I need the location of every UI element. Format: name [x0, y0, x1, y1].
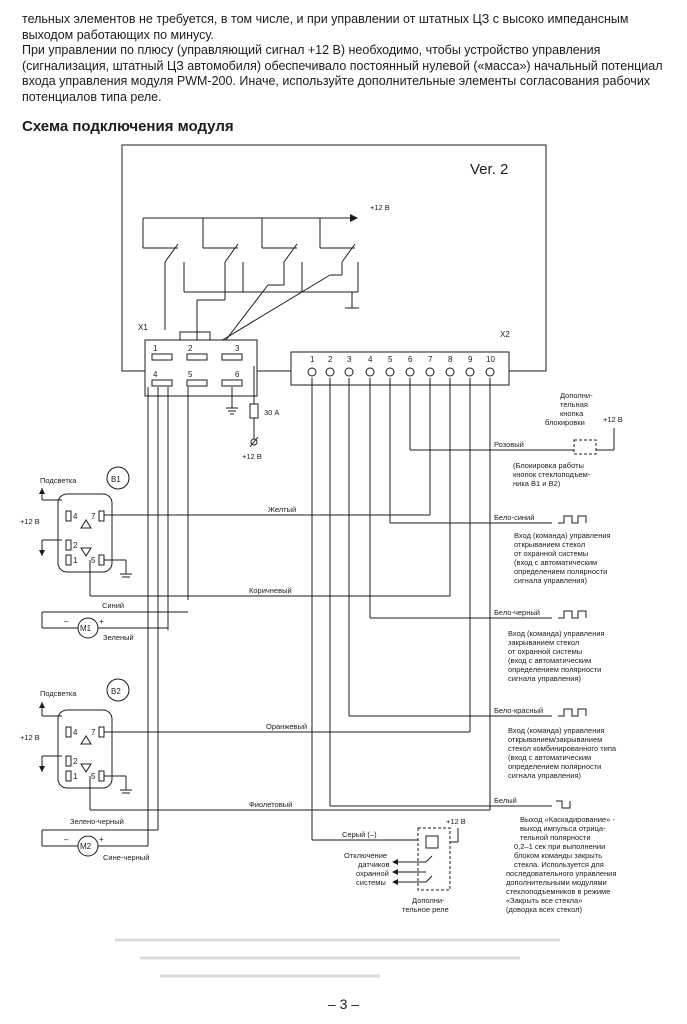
x2-terminal — [365, 367, 375, 377]
m2-label: М2 — [80, 842, 92, 851]
x1-pin-2: 2 — [188, 344, 193, 353]
x2-pin-number: 10 — [486, 355, 495, 364]
x2-harness: Серый (–) Белый Бело-красный Бело-черный… — [89, 378, 560, 841]
x1-pin-1: 1 — [153, 344, 158, 353]
svg-text:+: + — [99, 617, 104, 626]
b1-label: В1 — [111, 475, 121, 484]
intro-paragraph-1: тельных элементов не требуется, в том чи… — [22, 12, 629, 42]
x2-terminal — [425, 367, 435, 377]
x2-pin-number: 3 — [347, 355, 352, 364]
module-outline — [121, 144, 547, 372]
wire-white-label: Белый — [494, 796, 517, 805]
svg-text:1: 1 — [73, 772, 78, 781]
fuse — [249, 403, 259, 419]
switch-b2: В2 Подсветка +12 В 4 7 2 1 5 — [20, 678, 132, 794]
relay-plus12: +12 В — [446, 817, 466, 826]
page-number: – 3 – — [327, 996, 360, 1012]
block-button-plus12: +12 В — [603, 415, 623, 424]
svg-text:4: 4 — [73, 512, 78, 521]
x2-terminal — [405, 367, 415, 377]
x2-terminal — [485, 367, 495, 377]
x2-pin-number: 7 — [428, 355, 433, 364]
wire-blue-black-label: Сине-черный — [103, 853, 149, 862]
wire-blue-label: Синий — [102, 601, 124, 610]
desc-cascade-text: Выход «Каскадирование» - выход импульса … — [506, 815, 619, 914]
x2-terminal — [385, 367, 395, 377]
motor-m1: Синий М1 – + Зеленый — [41, 601, 188, 642]
desc-close-text: Вход (команда) управления закрыванием ст… — [508, 629, 607, 683]
wire-grey-label: Серый (–) — [342, 830, 377, 839]
x2-label: X2 — [500, 330, 510, 339]
x1-pin-3: 3 — [235, 344, 240, 353]
x1-label: X1 — [138, 323, 148, 332]
x2-pin-number: 1 — [310, 355, 315, 364]
x2-terminal — [344, 367, 354, 377]
power-plus12-label: +12 В — [242, 452, 262, 461]
x1-harness — [147, 387, 189, 840]
wire-green-label: Зеленый — [103, 633, 134, 642]
desc-combo-text: Вход (команда) управления открыванием/за… — [508, 726, 618, 780]
pulse-symbols — [556, 515, 587, 809]
b2-backlight-label: Подсветка — [40, 689, 77, 698]
power-wiring: 30 А +12 В — [226, 366, 279, 461]
extra-block-button: +12 В Дополни- тельная кнопка блокировки… — [513, 391, 623, 488]
extra-button-text: Дополни- тельная кнопка блокировки — [545, 391, 595, 427]
x2-connector: X2 1 2 3 4 5 6 7 8 9 10 — [290, 330, 510, 386]
internal-plus12-label: +12 В — [370, 203, 390, 212]
motor-m2: Зелено-черный М2 – + Сине-черный — [41, 817, 158, 862]
svg-text:+: + — [99, 835, 104, 844]
block-note-text: (Блокировка работы кнопок стеклоподъем- … — [513, 461, 592, 488]
x1-pin-6: 6 — [235, 370, 240, 379]
svg-text:–: – — [64, 617, 69, 626]
svg-text:7: 7 — [91, 728, 96, 737]
svg-text:5: 5 — [91, 556, 96, 565]
wire-yellow-label: Желтый — [268, 505, 296, 514]
wire-white-blue-label: Бело-синий — [494, 513, 534, 522]
wire-brown-label: Коричневый — [249, 586, 292, 595]
b2-label: В2 — [111, 687, 121, 696]
version-label: Ver. 2 — [470, 161, 508, 178]
m1-label: М1 — [80, 624, 92, 633]
sensor-off-text: Отключение датчиков охранной системы — [344, 851, 392, 887]
extra-relay-text: Дополни- тельное реле — [402, 896, 449, 914]
x2-pin-number: 8 — [448, 355, 453, 364]
wire-green-black-label: Зелено-черный — [70, 817, 124, 826]
x2-pin-number: 2 — [328, 355, 333, 364]
svg-text:2: 2 — [73, 541, 78, 550]
x2-pin-number: 9 — [468, 355, 473, 364]
wire-orange-label: Оранжевый — [266, 722, 307, 731]
x1-connector: X1 1 2 3 4 5 6 — [138, 323, 258, 397]
svg-text:7: 7 — [91, 512, 96, 521]
x1-pin-5: 5 — [188, 370, 193, 379]
switch-b1: В1 Подсветка +12 В 4 7 2 1 5 — [20, 466, 132, 578]
section-heading: Схема подключения модуля — [22, 118, 234, 135]
x1-pin-4: 4 — [153, 370, 158, 379]
b2-plus12-label: +12 В — [20, 733, 40, 742]
b1-plus12-label: +12 В — [20, 517, 40, 526]
svg-text:5: 5 — [91, 772, 96, 781]
x2-pin-number: 5 — [388, 355, 393, 364]
extra-relay: +12 В Отключение датчиков охранной систе… — [344, 817, 466, 914]
intro-paragraph-2: При управлении по плюсу (управляющий сиг… — [22, 43, 663, 104]
desc-open-text: Вход (команда) управления открыванием ст… — [514, 531, 613, 585]
svg-text:2: 2 — [73, 757, 78, 766]
x2-terminal — [445, 367, 455, 377]
svg-text:1: 1 — [73, 556, 78, 565]
wire-white-red-label: Бело-красный — [494, 706, 543, 715]
wire-violet-label: Фиолетовый — [249, 800, 292, 809]
b1-backlight-label: Подсветка — [40, 476, 77, 485]
fuse-label: 30 А — [264, 408, 279, 417]
x2-terminal — [465, 367, 475, 377]
svg-text:4: 4 — [73, 728, 78, 737]
x2-terminal — [307, 367, 317, 377]
bleed-through — [115, 938, 560, 978]
wire-pink-label: Розовый — [494, 440, 524, 449]
x2-pin-number: 6 — [408, 355, 413, 364]
wire-white-black-label: Бело-черный — [494, 608, 540, 617]
x2-pin-number: 4 — [368, 355, 373, 364]
x2-terminal — [325, 367, 335, 377]
svg-text:–: – — [64, 835, 69, 844]
